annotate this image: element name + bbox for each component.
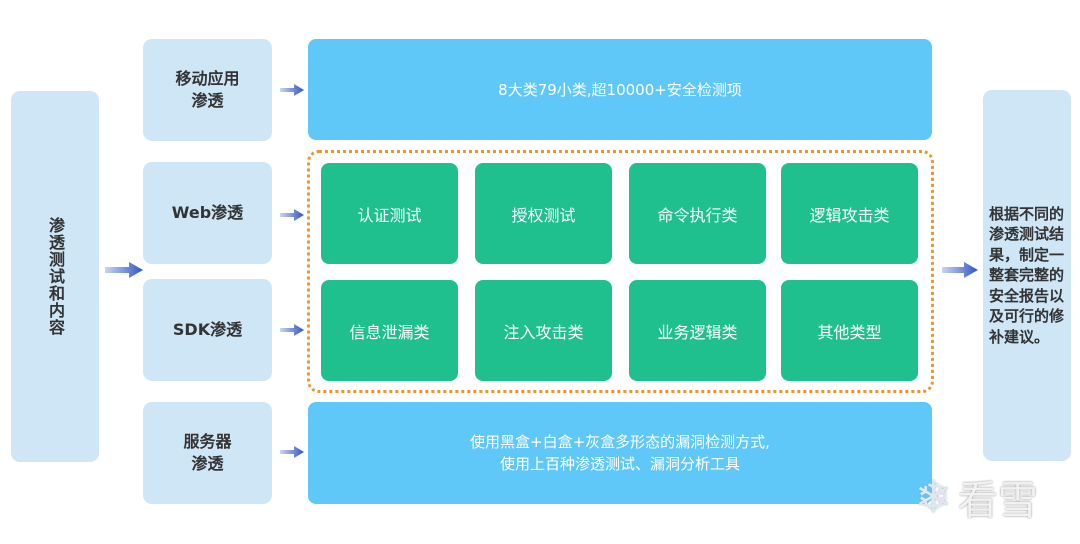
arrow-icon: [280, 84, 304, 96]
arrow-icon: [942, 262, 978, 278]
arrow-icon: [280, 209, 304, 221]
watermark: ❄ 看雪: [915, 468, 1070, 526]
grid-cell: 认证测试: [321, 163, 458, 264]
category-mobile: 移动应用 渗透: [143, 39, 272, 141]
bottom-line-2: 使用上百种渗透测试、漏洞分析工具: [499, 455, 740, 473]
category-web: Web渗透: [143, 162, 272, 264]
arrow-icon: [105, 262, 143, 278]
bottom-line-1: 使用黑盒+白盒+灰盒多形态的漏洞检测方式,: [470, 433, 770, 451]
top-summary-text: 8大类79小类,超10000+安全检测项: [498, 80, 742, 99]
arrow-icon: [280, 324, 304, 336]
grid-cell: 其他类型: [781, 280, 918, 381]
top-summary-bar: 8大类79小类,超10000+安全检测项: [308, 39, 932, 140]
category-sdk: SDK渗透: [143, 279, 272, 381]
result-box: 根据不同的渗透测试结果，制定一整套完整的安全报告以及可行的修补建议。: [983, 90, 1071, 461]
watermark-text: 看雪: [957, 478, 1038, 524]
grid-cell: 逻辑攻击类: [781, 163, 918, 264]
penetration-testing-box: 渗透测试和内容: [11, 91, 99, 462]
snowflake-icon: ❄: [915, 471, 952, 523]
arrow-icon: [280, 446, 304, 458]
bottom-summary-bar: 使用黑盒+白盒+灰盒多形态的漏洞检测方式, 使用上百种渗透测试、漏洞分析工具: [308, 402, 932, 504]
grid-cell: 信息泄漏类: [321, 280, 458, 381]
result-text: 根据不同的渗透测试结果，制定一整套完整的安全报告以及可行的修补建议。: [989, 204, 1065, 346]
penetration-testing-label: 渗透测试和内容: [46, 217, 65, 336]
grid-cell: 业务逻辑类: [629, 280, 766, 381]
grid-cell: 命令执行类: [629, 163, 766, 264]
category-server: 服务器 渗透: [143, 402, 272, 504]
grid-cell: 注入攻击类: [475, 280, 612, 381]
test-category-group: [307, 150, 934, 393]
grid-cell: 授权测试: [475, 163, 612, 264]
